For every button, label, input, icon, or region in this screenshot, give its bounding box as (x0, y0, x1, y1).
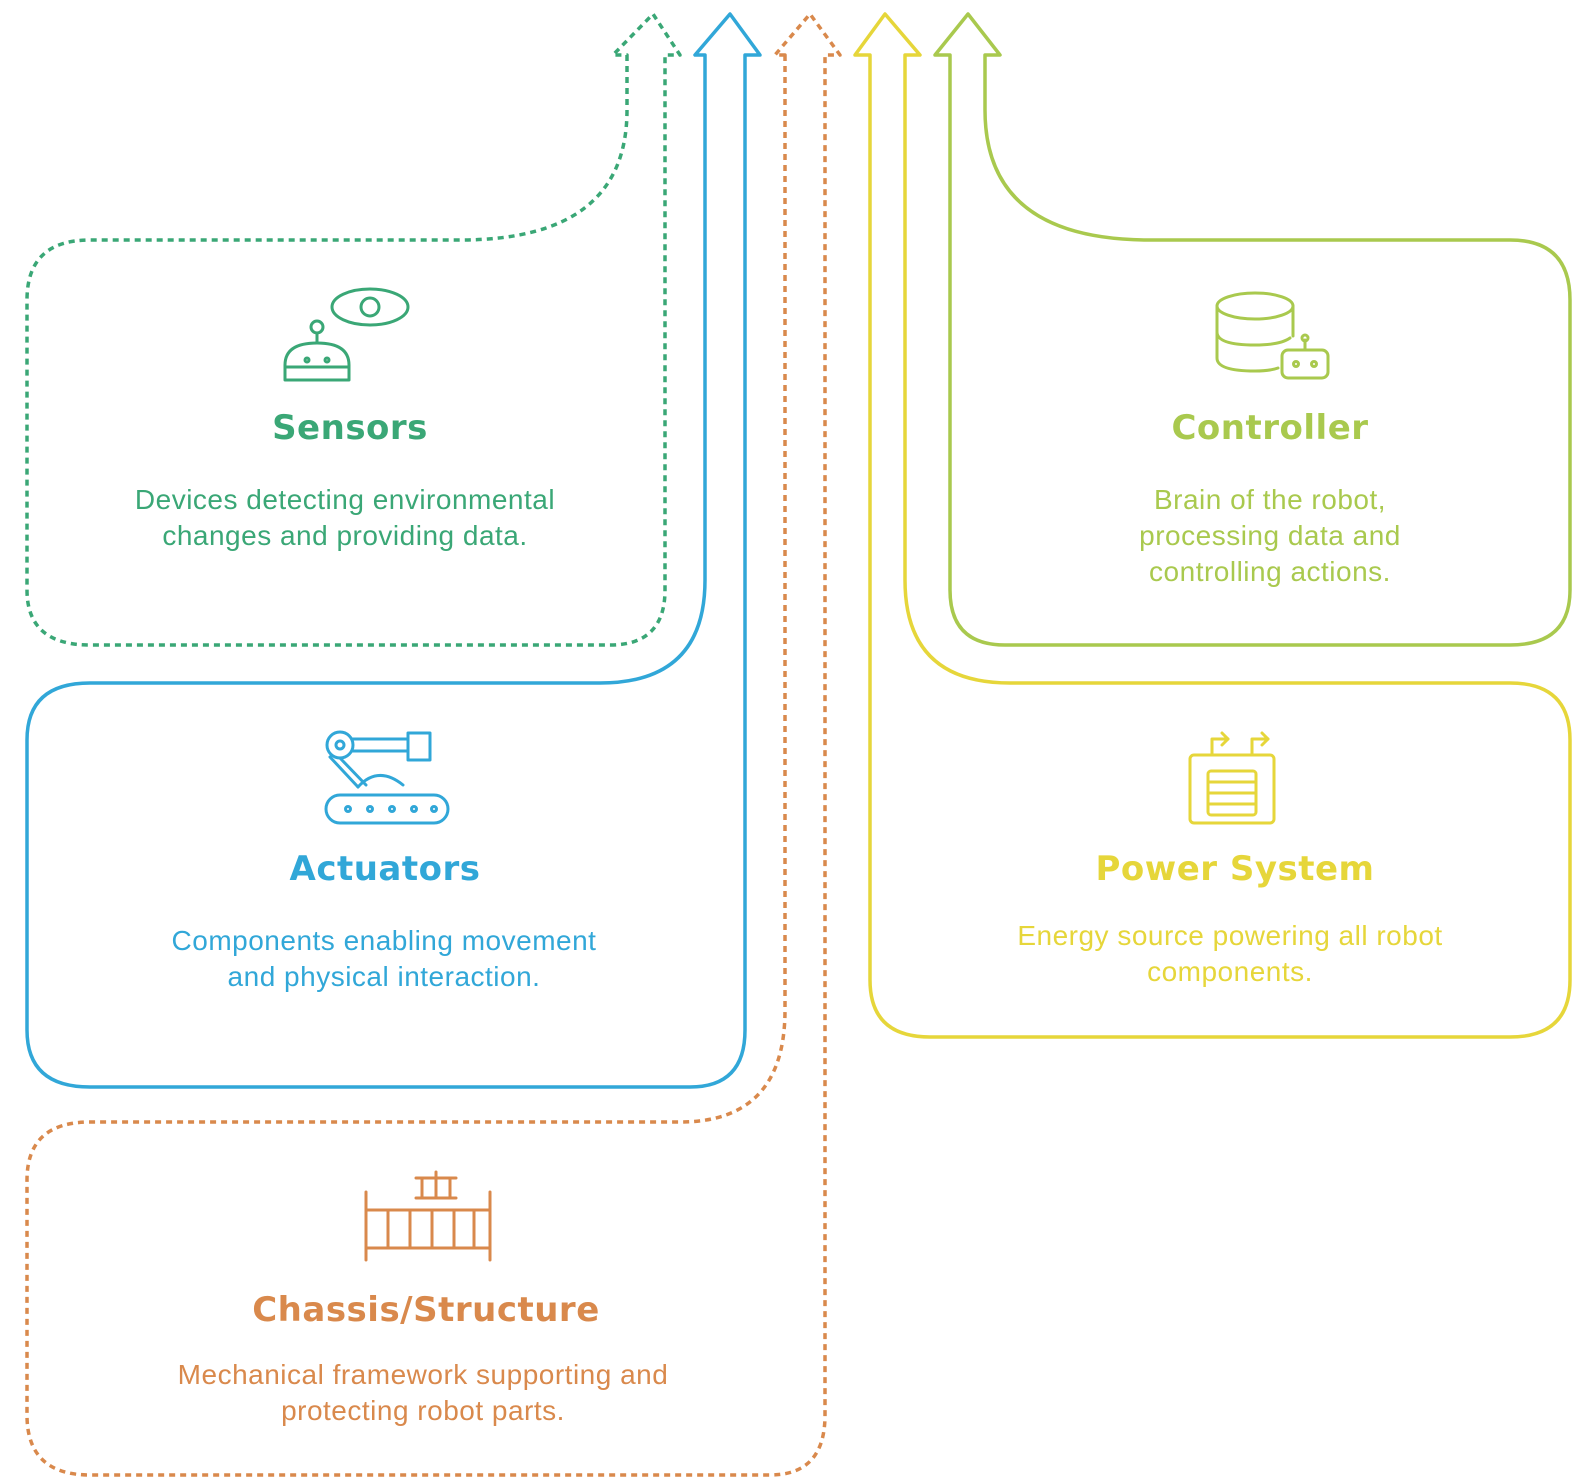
sensors-description: Devices detecting environmental changes … (134, 484, 556, 551)
database-robot-icon (1210, 288, 1340, 388)
power-title: Power System (1095, 849, 1375, 889)
frame-structure-icon (358, 1170, 498, 1270)
battery-power-icon (1178, 727, 1288, 827)
robotic-arm-conveyor-icon (318, 725, 458, 830)
chassis-flow-outline (25, 12, 842, 1477)
eye-robot-icon (275, 285, 415, 390)
actuators-flow-outline (25, 12, 762, 1089)
chassis-description: Mechanical framework supporting and prot… (177, 1359, 669, 1426)
actuators-description: Components enabling movement and physica… (171, 925, 597, 992)
sensors-title: Sensors (272, 408, 428, 448)
sensors-flow-outline (25, 12, 682, 647)
controller-description: Brain of the robot, processing data and … (1139, 484, 1401, 587)
actuators-title: Actuators (289, 849, 481, 889)
chassis-title: Chassis/Structure (252, 1290, 600, 1330)
controller-title: Controller (1171, 408, 1369, 448)
power-flow-outline (853, 12, 1572, 1039)
power-description: Energy source powering all robot compone… (1017, 920, 1443, 987)
controller-flow-outline (933, 12, 1572, 647)
